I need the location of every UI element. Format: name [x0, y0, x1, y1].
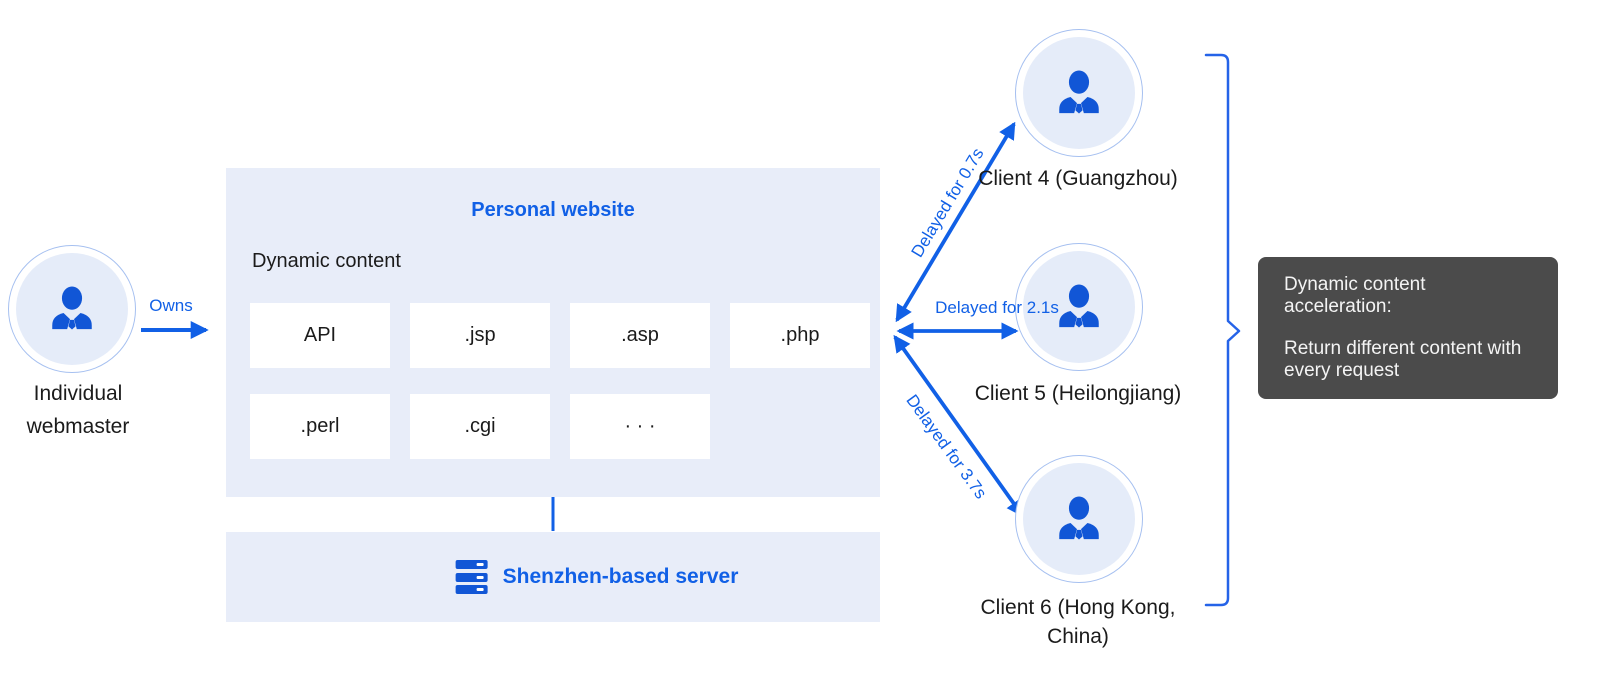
person-icon	[1059, 70, 1099, 114]
client-6-avatar	[1015, 455, 1143, 583]
callout-line-1: Dynamic content acceleration:	[1284, 274, 1426, 317]
acceleration-callout: Dynamic content acceleration: Return dif…	[1258, 257, 1558, 399]
person-icon	[1059, 284, 1099, 328]
client-4-label: Client 4 (Guangzhou)	[978, 167, 1178, 190]
chip-ellipsis: · · ·	[570, 394, 710, 459]
client-4-avatar	[1015, 29, 1143, 157]
content-type-chips: API .jsp .asp .php .perl .cgi · · ·	[250, 303, 870, 459]
webmaster-avatar	[8, 245, 136, 373]
chip-api: API	[250, 303, 390, 368]
chip-php: .php	[730, 303, 870, 368]
website-panel: Personal website Dynamic content API .js…	[226, 168, 880, 497]
server-panel-content: Shenzhen-based server	[455, 560, 739, 594]
webmaster-label: Individual webmaster	[26, 382, 130, 438]
dynamic-content-label: Dynamic content	[252, 250, 401, 272]
person-icon	[1059, 496, 1099, 540]
website-panel-title: Personal website	[471, 199, 635, 221]
owns-label: Owns	[149, 296, 193, 315]
client-5-avatar	[1015, 243, 1143, 371]
server-panel: Shenzhen-based server	[226, 532, 880, 622]
chip-cgi: .cgi	[410, 394, 550, 459]
clients-bracket	[1204, 53, 1241, 607]
chip-perl: .perl	[250, 394, 390, 459]
client-6-label: Client 6 (Hong Kong, China)	[980, 596, 1176, 648]
chip-jsp: .jsp	[410, 303, 550, 368]
client-4-delay-label: Delayed for 0.7s	[907, 144, 988, 261]
arrow-client-4	[895, 121, 1016, 323]
client-5-delay-label: Delayed for 2.1s	[935, 298, 1059, 317]
server-icon	[455, 560, 488, 594]
webmaster-avatar-circle	[16, 253, 128, 365]
server-label: Shenzhen-based server	[502, 565, 739, 588]
client-5-avatar-circle	[1023, 251, 1135, 363]
person-icon	[52, 286, 92, 330]
client-5-label: Client 5 (Heilongjiang)	[974, 382, 1182, 405]
chip-asp: .asp	[570, 303, 710, 368]
callout-line-2: Return different content with every requ…	[1284, 338, 1522, 381]
arrow-client-6	[893, 334, 1024, 518]
client-4-avatar-circle	[1023, 37, 1135, 149]
client-6-avatar-circle	[1023, 463, 1135, 575]
